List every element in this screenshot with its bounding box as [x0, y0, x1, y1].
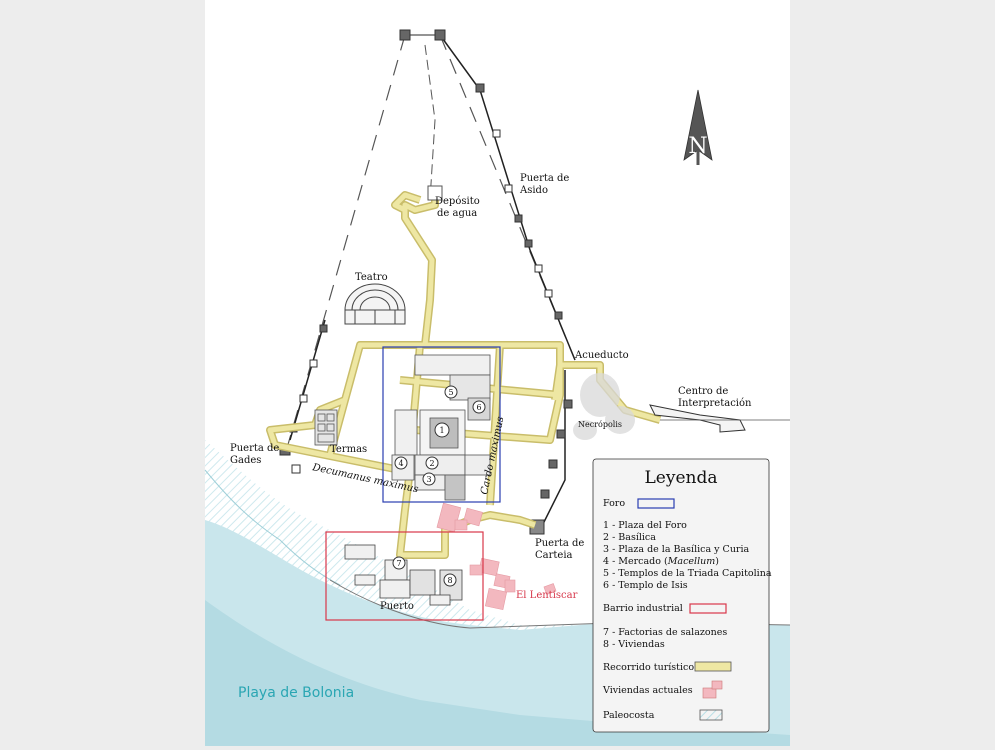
label-puerta-carteia-2: Carteia: [535, 550, 573, 561]
label-puerta-carteia-1: Puerta de: [535, 538, 584, 549]
marker-5: 5: [444, 385, 458, 399]
marker-1: 1: [434, 422, 450, 438]
legend-item-6: 6 - Templo de Isis: [603, 580, 688, 591]
label-termas: Termas: [330, 444, 367, 455]
marker-1-text: 1: [439, 426, 444, 435]
port-buildings: [344, 544, 463, 606]
necropolis: [573, 373, 635, 440]
marker-8-text: 8: [447, 576, 452, 585]
west-wall: [284, 34, 406, 456]
number-markers: 1 2 3 4 5 6 7 8: [392, 385, 486, 587]
legend-item-4-close: ): [715, 556, 719, 567]
label-centro-2: Interpretación: [678, 398, 752, 409]
legend-foro-label: Foro: [603, 498, 625, 509]
legend-item-8: 8 - Viviendas: [603, 639, 665, 650]
north-letter: N: [688, 134, 707, 159]
marker-8: 8: [443, 573, 457, 587]
marker-6-text: 6: [476, 403, 481, 412]
theatre: [344, 283, 406, 325]
legend-item-4-macellum: Macellum: [667, 556, 716, 567]
label-teatro: Teatro: [355, 272, 388, 283]
interpretation-centre: [649, 404, 746, 433]
baths: [314, 409, 338, 446]
east-wall-solid: [439, 34, 576, 361]
legend-item-1: 1 - Plaza del Foro: [603, 520, 687, 531]
paleocoast-line: [204, 469, 341, 586]
legend-recorrido-label: Recorrido turístico: [603, 662, 694, 673]
label-acueducto: Acueducto: [574, 350, 629, 361]
marker-7-text: 7: [396, 559, 401, 568]
label-puerta-gades-2: Gades: [230, 455, 261, 466]
forum-frame: [382, 346, 501, 503]
label-playa: Playa de Bolonia: [238, 685, 354, 701]
label-puerta-gades-1: Puerta de: [230, 443, 279, 454]
modern-housing: [436, 502, 557, 611]
label-centro-1: Centro de: [678, 386, 728, 397]
legend: Leyenda Foro 1 - Plaza del Foro 2 - Basí…: [592, 458, 772, 733]
marker-3-text: 3: [426, 475, 431, 484]
legend-viviendas-swatch: [702, 680, 723, 699]
legend-item-5: 5 - Templos de la Triada Capitolina: [603, 568, 772, 579]
aqueduct-north: [424, 44, 436, 201]
legend-item-7: 7 - Factorias de salazones: [603, 627, 727, 638]
marker-7: 7: [392, 556, 406, 570]
marker-2-text: 2: [429, 459, 434, 468]
north-arrow: N: [683, 89, 713, 165]
label-lentiscar: El Lentiscar: [516, 590, 578, 601]
legend-foro-swatch: [637, 498, 675, 509]
legend-paleocosta-label: Paleocosta: [603, 710, 655, 721]
forum-buildings: [391, 354, 491, 501]
legend-recorrido-swatch: [694, 661, 732, 672]
legend-industrial-label: Barrio industrial: [603, 603, 683, 614]
marker-3: 3: [422, 472, 436, 486]
marker-2: 2: [425, 456, 439, 470]
legend-item-3: 3 - Plaza de la Basílica y Curia: [603, 544, 750, 555]
legend-item-4-a: 4 - Mercado (: [603, 556, 668, 567]
label-deposito-2: de agua: [437, 208, 477, 219]
legend-title: Leyenda: [645, 468, 718, 488]
label-puerta-asido-1: Puerta de: [520, 173, 569, 184]
legend-industrial-swatch: [689, 603, 727, 614]
industrial-frame: [325, 531, 484, 621]
marker-5-text: 5: [448, 388, 453, 397]
marker-4-text: 4: [398, 459, 403, 468]
coastline: [329, 579, 791, 629]
label-puerto: Puerto: [380, 601, 414, 612]
marker-6: 6: [472, 400, 486, 414]
legend-viviendas-label: Viviendas actuales: [602, 685, 693, 696]
label-puerta-asido-2: Asido: [519, 185, 548, 196]
label-deposito-1: Depósito: [435, 196, 480, 207]
marker-4: 4: [394, 456, 408, 470]
legend-item-2: 2 - Basílica: [603, 532, 656, 543]
legend-paleocosta-swatch: [699, 709, 723, 721]
sea-deep: [205, 600, 790, 746]
legend-item-4: 4 - Mercado (Macellum): [603, 556, 719, 567]
label-necropolis: Necrópolis: [578, 420, 622, 429]
water-tank: [427, 185, 443, 201]
west-wall-solid: [289, 319, 326, 441]
